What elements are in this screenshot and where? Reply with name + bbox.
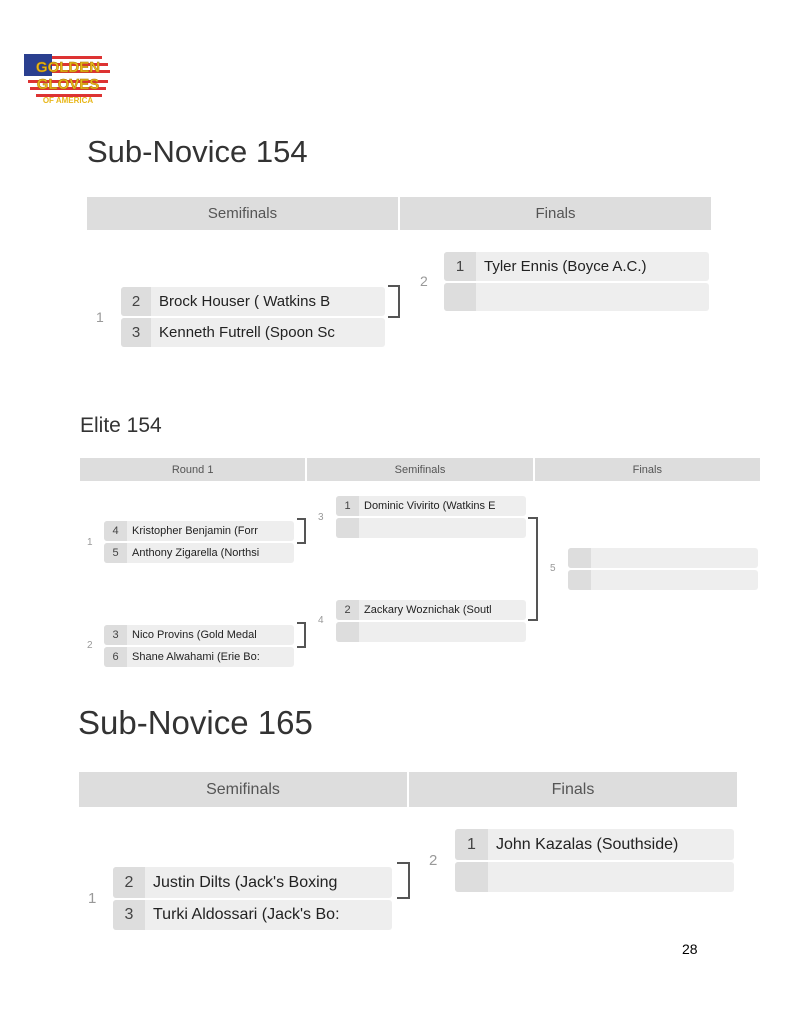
player-slot[interactable]: 1 John Kazalas (Southside) [455,829,734,860]
round-label: Finals [632,463,662,476]
player-slot[interactable]: 5 Anthony Zigarella (Northsi [104,543,294,563]
round-header: Round 1 Semifinals Finals [80,458,760,481]
player-slot[interactable]: 1 Tyler Ennis (Boyce A.C.) [444,252,709,281]
seed: 3 [113,900,145,930]
player-slot[interactable]: 1 Dominic Vivirito (Watkins E [336,496,526,516]
player-slot[interactable]: 3 Nico Provins (Gold Medal [104,625,294,645]
round-label: Round 1 [80,458,308,481]
player-name: Nico Provins (Gold Medal [132,629,257,641]
seed: 4 [104,521,127,541]
bracket-connector [297,518,306,544]
seed: 3 [104,625,127,645]
seed [568,548,591,568]
bracket-title: Elite 154 [80,414,162,437]
seed: 2 [113,867,145,898]
player-slot-empty[interactable] [568,570,758,590]
match-number: 2 [429,852,438,869]
player-slot[interactable]: 6 Shane Alwahami (Erie Bo: [104,647,294,667]
svg-text:OF AMERICA: OF AMERICA [43,96,94,105]
player-name: Zackary Woznichak (Soutl [364,604,492,616]
seed [455,862,488,892]
player-name: Justin Dilts (Jack's Boxing [153,873,338,891]
player-name: Dominic Vivirito (Watkins E [364,500,496,512]
player-slot-empty[interactable] [444,283,709,311]
player-slot[interactable]: 3 Kenneth Futrell (Spoon Sc [121,318,385,347]
bracket-connector [397,862,410,899]
round-header: Semifinals Finals [79,772,737,807]
bracket-title: Sub-Novice 154 [87,134,308,169]
bracket-connector [528,517,538,621]
player-slot-empty[interactable] [568,548,758,568]
round-header: Semifinals Finals [87,197,711,230]
seed [444,283,476,311]
seed: 3 [121,318,151,347]
player-slot[interactable]: 2 Justin Dilts (Jack's Boxing [113,867,392,898]
seed [336,518,359,538]
match-number: 1 [96,309,104,325]
svg-text:GLOVES: GLOVES [37,76,100,93]
player-name: Kenneth Futrell (Spoon Sc [159,324,335,341]
player-name: Brock Houser ( Watkins B [159,293,331,310]
player-name: Kristopher Benjamin (Forr [132,525,258,537]
seed: 1 [336,496,359,516]
player-name: Anthony Zigarella (Northsi [132,547,260,559]
seed [568,570,591,590]
match-number: 2 [87,640,93,651]
svg-text:GOLDEN: GOLDEN [36,59,100,76]
player-slot-empty[interactable] [455,862,734,892]
player-slot[interactable]: 3 Turki Aldossari (Jack's Bo: [113,900,392,930]
player-slot[interactable]: 4 Kristopher Benjamin (Forr [104,521,294,541]
player-name: John Kazalas (Southside) [496,835,679,853]
seed: 6 [104,647,127,667]
match-number: 3 [318,512,324,523]
match-number: 5 [550,563,556,574]
seed: 2 [336,600,359,620]
player-slot[interactable]: 2 Zackary Woznichak (Soutl [336,600,526,620]
match-number: 2 [420,273,428,289]
seed: 1 [455,829,488,860]
bracket-connector [388,285,400,318]
player-name: Shane Alwahami (Erie Bo: [132,651,260,663]
seed [336,622,359,642]
player-name [476,283,484,311]
match-number: 1 [87,537,93,548]
seed: 1 [444,252,476,281]
player-name: Turki Aldossari (Jack's Bo: [153,906,340,923]
round-label: Semifinals [307,458,535,481]
bracket-connector [297,622,306,648]
page-number: 28 [682,941,698,957]
round-label: Finals [535,205,576,222]
player-name: Tyler Ennis (Boyce A.C.) [484,258,647,275]
match-number: 4 [318,615,324,626]
bracket-title: Sub-Novice 165 [78,704,313,741]
seed: 5 [104,543,127,563]
player-slot-empty[interactable] [336,622,526,642]
round-label: Semifinals [87,197,400,230]
seed: 2 [121,287,151,316]
player-slot-empty[interactable] [336,518,526,538]
match-number: 1 [88,890,97,907]
player-slot[interactable]: 2 Brock Houser ( Watkins B [121,287,385,316]
golden-gloves-logo: GOLDEN GLOVES OF AMERICA [24,54,110,105]
round-label: Finals [551,780,595,798]
round-label: Semifinals [79,772,409,807]
